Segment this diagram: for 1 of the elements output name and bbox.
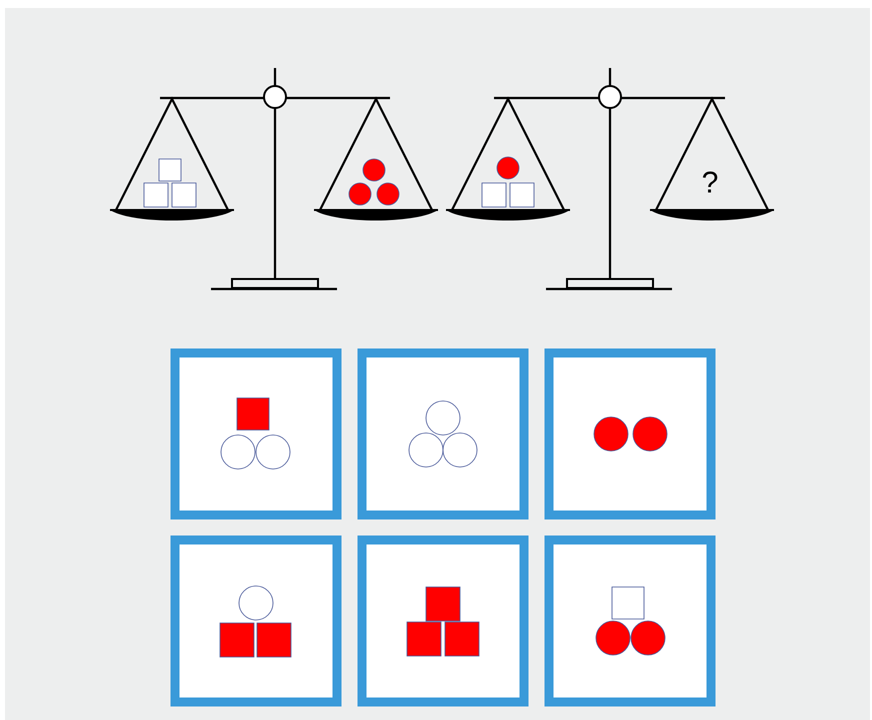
question-mark: ? (702, 172, 718, 192)
